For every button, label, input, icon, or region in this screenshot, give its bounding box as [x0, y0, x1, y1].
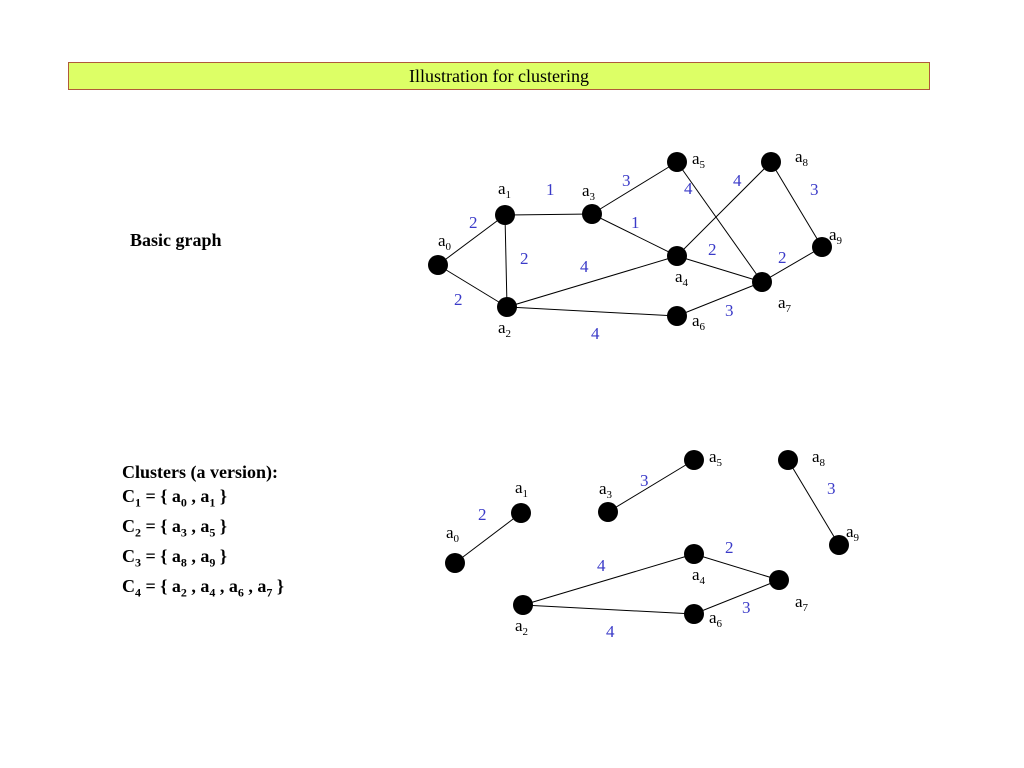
- cluster-graph-node: [684, 450, 704, 470]
- cluster-graph-node-label: a7: [795, 592, 809, 614]
- cluster-graph-node-label: a0: [446, 523, 460, 545]
- basic-graph-node: [752, 272, 772, 292]
- basic-graph-edge-weight: 1: [631, 213, 640, 232]
- cluster-graph-edge-weight: 4: [597, 556, 606, 575]
- cluster-graph-node-label: a5: [709, 447, 723, 469]
- cluster-graph-edge-weight: 2: [478, 505, 487, 524]
- cluster-graph-node-label: a8: [812, 447, 826, 469]
- basic-graph-node: [667, 152, 687, 172]
- cluster-graph-node: [684, 544, 704, 564]
- cluster-graph-edge-weight: 4: [606, 622, 615, 641]
- basic-graph-edge-weight: 4: [580, 257, 589, 276]
- cluster-graph-node: [598, 502, 618, 522]
- cluster-graph-edge: [693, 579, 780, 615]
- basic-graph-label: Basic graph: [130, 230, 222, 250]
- basic-graph-edge-weight: 4: [733, 171, 742, 190]
- basic-graph-edge: [676, 281, 763, 317]
- basic-graph-edge-weight: 2: [469, 213, 478, 232]
- basic-graph-node: [761, 152, 781, 172]
- clusters-legend: Clusters (a version): C1 = { a0 , a1 } C2…: [122, 461, 284, 605]
- basic-graph-edge: [437, 214, 506, 266]
- basic-graph-edge-weight: 3: [725, 301, 734, 320]
- basic-graph-node-label: a0: [438, 231, 452, 253]
- basic-graph-node-label: a7: [778, 293, 792, 315]
- cluster-graph-node-label: a3: [599, 479, 613, 501]
- basic-graph-node-label: a3: [582, 181, 596, 203]
- cluster-graph-node-label: a4: [692, 565, 706, 587]
- basic-graph-node: [667, 306, 687, 326]
- cluster-line: C1 = { a0 , a1 }: [122, 485, 227, 510]
- basic-graph-edge: [761, 246, 823, 283]
- cluster-graph-edge: [522, 604, 695, 615]
- cluster-graph-node-label: a9: [846, 522, 860, 544]
- basic-graph-edge: [506, 255, 678, 308]
- cluster-graph-edge-weight: 3: [640, 471, 649, 490]
- cluster-graph-node: [778, 450, 798, 470]
- cluster-line: C4 = { a2 , a4 , a6 , a7 }: [122, 575, 284, 600]
- basic-graph-edge-weight: 2: [708, 240, 717, 259]
- basic-graph-node-label: a8: [795, 147, 809, 169]
- basic-graph-edge: [676, 161, 772, 257]
- cluster-line: C3 = { a8 , a9 }: [122, 545, 227, 570]
- basic-graph-node: [497, 297, 517, 317]
- basic-graph-edge-weight: 1: [546, 180, 555, 199]
- cluster-graph-edge-weight: 3: [742, 598, 751, 617]
- basic-graph-edge: [676, 161, 763, 283]
- basic-graph-edge: [504, 213, 593, 216]
- cluster-line: C2 = { a3 , a5 }: [122, 515, 227, 540]
- basic-graph-node: [667, 246, 687, 266]
- basic-graph-edge-weight: 2: [454, 290, 463, 309]
- basic-graph-edge: [504, 214, 508, 308]
- cluster-graph-edge: [522, 553, 695, 606]
- basic-graph-node-label: a2: [498, 318, 511, 340]
- basic-graph-edge-weight: 3: [810, 180, 819, 199]
- basic-graph-edge: [591, 213, 678, 257]
- cluster-graph-node-label: a1: [515, 478, 528, 500]
- basic-graph-edge-weight: 2: [520, 249, 529, 268]
- clusters-heading: Clusters (a version):: [122, 462, 278, 482]
- basic-graph-node-label: a5: [692, 149, 706, 171]
- basic-graph-edge-weight: 4: [591, 324, 600, 343]
- cluster-graph-edge: [693, 553, 780, 581]
- basic-graph-node: [812, 237, 832, 257]
- cluster-graph-node: [445, 553, 465, 573]
- basic-graph-edge: [437, 264, 508, 308]
- cluster-graph-node-label: a2: [515, 616, 528, 638]
- basic-graph-edge-weight: 3: [622, 171, 631, 190]
- basic-graph-edge: [591, 161, 678, 215]
- cluster-graph-node: [684, 604, 704, 624]
- cluster-graph-edge: [454, 512, 522, 564]
- basic-graph-edge: [770, 161, 823, 248]
- basic-graph-edge: [676, 255, 763, 283]
- basic-graph-node: [495, 205, 515, 225]
- basic-graph-node: [582, 204, 602, 224]
- basic-graph-edge-weight: 2: [778, 248, 787, 267]
- cluster-graph-edge-weight: 3: [827, 479, 836, 498]
- basic-graph-node-label: a6: [692, 311, 706, 333]
- cluster-graph-node: [513, 595, 533, 615]
- basic-graph-edge: [506, 306, 678, 317]
- cluster-graph-edge-weight: 2: [725, 538, 734, 557]
- cluster-graph-edge: [607, 459, 695, 513]
- basic-graph-node: [428, 255, 448, 275]
- cluster-lines: C1 = { a0 , a1 } C2 = { a3 , a5 } C3 = { a…: [122, 485, 284, 605]
- cluster-graph-node: [769, 570, 789, 590]
- cluster-graph-node-label: a6: [709, 608, 723, 630]
- basic-graph-node-label: a4: [675, 267, 689, 289]
- cluster-graph-edge: [787, 459, 840, 546]
- slide-title: Illustration for clustering: [68, 62, 930, 90]
- basic-graph-edge-weight: 4: [684, 179, 693, 198]
- basic-graph-node-label: a9: [829, 225, 843, 247]
- cluster-graph-node: [511, 503, 531, 523]
- basic-graph-node-label: a1: [498, 179, 511, 201]
- cluster-graph-node: [829, 535, 849, 555]
